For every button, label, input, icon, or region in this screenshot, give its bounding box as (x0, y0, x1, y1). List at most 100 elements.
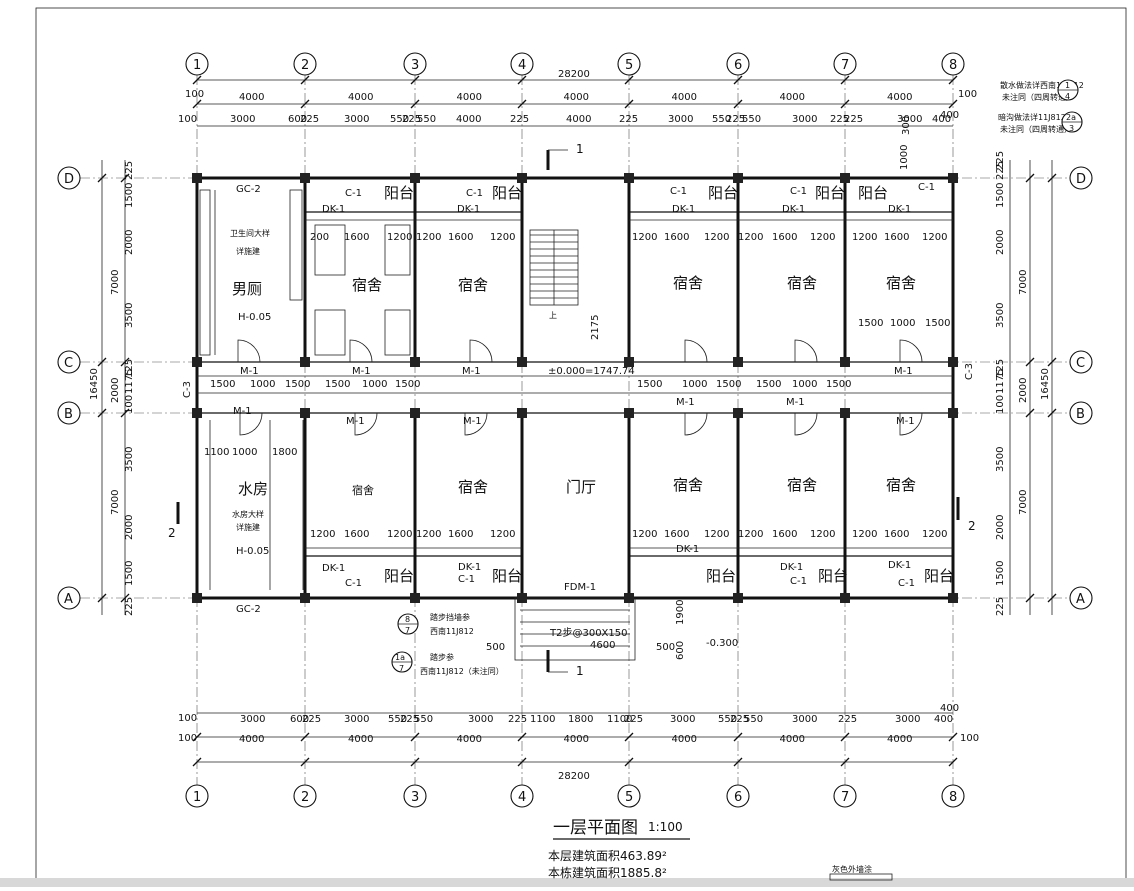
door-swing (349, 339, 373, 363)
tag-dk1: DK-1 (888, 204, 911, 215)
tag-dk1: DK-1 (322, 563, 345, 574)
dim-window-top: 1200 (490, 232, 515, 243)
dim-right: 125 (995, 359, 1006, 378)
room-label-balcony: 阳台 (384, 567, 414, 585)
door-swing (464, 412, 488, 436)
column (840, 173, 850, 183)
dim-right: 3500 (995, 447, 1006, 472)
dim-tick (733, 757, 743, 767)
dim-top-detail: 225 (830, 114, 849, 125)
axis-label-D: D (1076, 172, 1086, 187)
tag-dk1: DK-1 (676, 544, 699, 555)
dim-tick (97, 408, 107, 418)
area-this-floor: 本层建筑面积463.89² (548, 848, 667, 863)
dim-window-top: 1200 (738, 232, 763, 243)
tag-h005: H-0.05 (238, 312, 271, 323)
tag-c1: C-1 (790, 576, 807, 587)
axis-bubble-1-bottom (185, 784, 209, 808)
dim-tick (624, 75, 634, 85)
dim-bottom-detail: 3000 (792, 714, 817, 725)
axis-bubble-7-bottom (833, 784, 857, 808)
dim-window-top: 1200 (852, 232, 877, 243)
dim-window-top: 1200 (632, 232, 657, 243)
axis-bubble-3-bottom (403, 784, 427, 808)
tag-m1: M-1 (352, 366, 371, 377)
axis-label-2: 2 (301, 790, 309, 805)
column (517, 357, 527, 367)
dim-tick (840, 757, 850, 767)
dim-window-top: 200 (310, 232, 329, 243)
dim-tick (1047, 357, 1057, 367)
dim-right-group: 7000 (1018, 490, 1029, 515)
room-label-dorm: 宿舍 (458, 276, 488, 294)
room-label-balcony: 阳台 (818, 567, 848, 585)
tag-dk1: DK-1 (672, 204, 695, 215)
axis-label-B: B (1076, 407, 1085, 422)
axis-label-D: D (64, 172, 74, 187)
dim-top-axis: 4000 (348, 92, 373, 103)
column (300, 173, 310, 183)
dim-bottom-detail: 3000 (895, 714, 920, 725)
dim-bottom-detail: 225 (508, 714, 527, 725)
dim-top-detail: 550 (712, 114, 731, 125)
dim-window-top: 1200 (922, 232, 947, 243)
tag-m1: M-1 (463, 416, 482, 427)
dim-bottom-detail: 225 (838, 714, 857, 725)
section-mark-label-2: 2 (168, 526, 176, 540)
column (410, 593, 420, 603)
column (300, 408, 310, 418)
note-drainage: 散水做法详西南11J812 未注同（四周转通） 1 4 (1000, 79, 1084, 102)
dim-tick (840, 75, 850, 85)
dim-top-detail: 225 (402, 114, 421, 125)
axis-bubble-A-right (1069, 586, 1093, 610)
dim-room-inner: 1000 (890, 318, 915, 329)
dim-window-bottom: 1200 (810, 529, 835, 540)
dim-right: 2000 (995, 515, 1006, 540)
dim-tick (733, 732, 743, 742)
room-label-dorm: 宿舍 (886, 476, 916, 494)
dim-tick (192, 75, 202, 85)
dim-right: 100 (995, 395, 1006, 414)
dim-note: 225 (995, 151, 1006, 170)
dim-corridor: 1500 (210, 379, 235, 390)
axis-label-4: 4 (518, 790, 526, 805)
dim-tick (948, 75, 958, 85)
dim-corridor: 1000 (250, 379, 275, 390)
dim-bottom-detail: 1100 (607, 714, 632, 725)
dim-overall-depth: 16450 (1040, 368, 1051, 400)
axis-bubble-1-top (185, 52, 209, 76)
dim-left: 1500 (124, 183, 135, 208)
column (300, 593, 310, 603)
dim-window-bottom: 1200 (416, 529, 441, 540)
dim-edge-100: 100 (960, 733, 979, 744)
dim-right: 1175 (995, 369, 1006, 394)
dim-tick (1025, 357, 1035, 367)
legend-text: 灰色外墙涂 (832, 864, 872, 874)
dim-tick (97, 357, 107, 367)
tag-c1: C-1 (790, 186, 807, 197)
dim-corridor: 1000 (362, 379, 387, 390)
tag-dk1: DK-1 (458, 562, 481, 573)
tag-dk1: DK-1 (782, 204, 805, 215)
dim-tick (517, 732, 527, 742)
dim-tick (1025, 593, 1035, 603)
axis-bubble-C-right (1069, 350, 1093, 374)
room-label-balcony: 阳台 (492, 567, 522, 585)
room-label-dorm: 宿舍 (458, 478, 488, 496)
dim-top-axis: 4000 (887, 92, 912, 103)
room-label-balcony: 阳台 (815, 184, 845, 202)
axis-bubble-2-top (293, 52, 317, 76)
dim-edge-400: 400 (940, 110, 959, 121)
axis-bubble-5-bottom (617, 784, 641, 808)
dim-top-axis: 4000 (457, 92, 482, 103)
axis-label-3: 3 (411, 790, 419, 805)
dim-edge-400: 400 (940, 703, 959, 714)
dim-corridor: 1000 (682, 379, 707, 390)
tag-dk1: DK-1 (457, 204, 480, 215)
column (192, 593, 202, 603)
note2-line-b: 未注同（四周转通） (1000, 124, 1072, 134)
dimension-ticks (97, 75, 1057, 767)
dim-tick (300, 757, 310, 767)
